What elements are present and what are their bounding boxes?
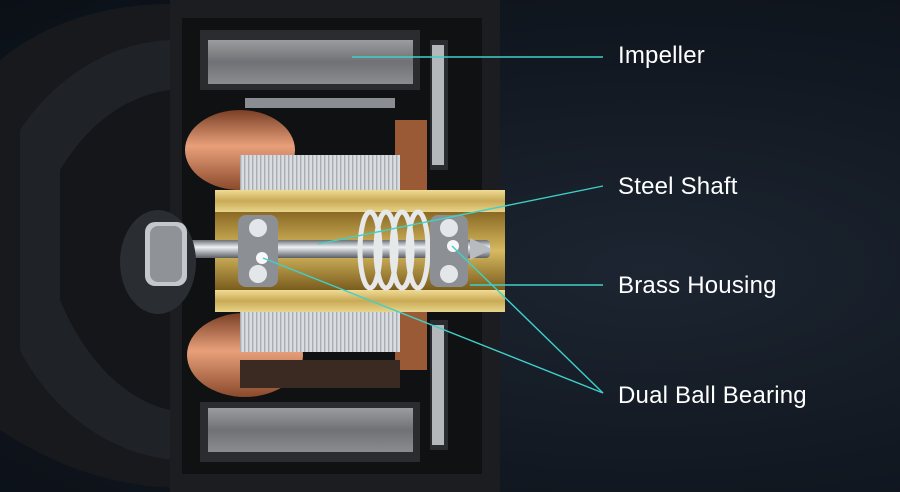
- label-impeller: Impeller: [618, 42, 705, 69]
- impeller-magnets: [200, 30, 448, 462]
- spring: [357, 209, 431, 291]
- stator-laminations: [240, 98, 400, 388]
- leader-line-steel-shaft: [317, 185, 604, 245]
- leader-line-bearing-right: [451, 245, 604, 394]
- leader-lines: [262, 56, 604, 394]
- label-brass-housing: Brass Housing: [618, 272, 777, 299]
- label-steel-shaft: Steel Shaft: [618, 173, 738, 200]
- shaft-cap: [120, 210, 196, 314]
- label-dual-ball-bearing: Dual Ball Bearing: [618, 382, 807, 409]
- leader-line-bearing-left: [262, 257, 604, 394]
